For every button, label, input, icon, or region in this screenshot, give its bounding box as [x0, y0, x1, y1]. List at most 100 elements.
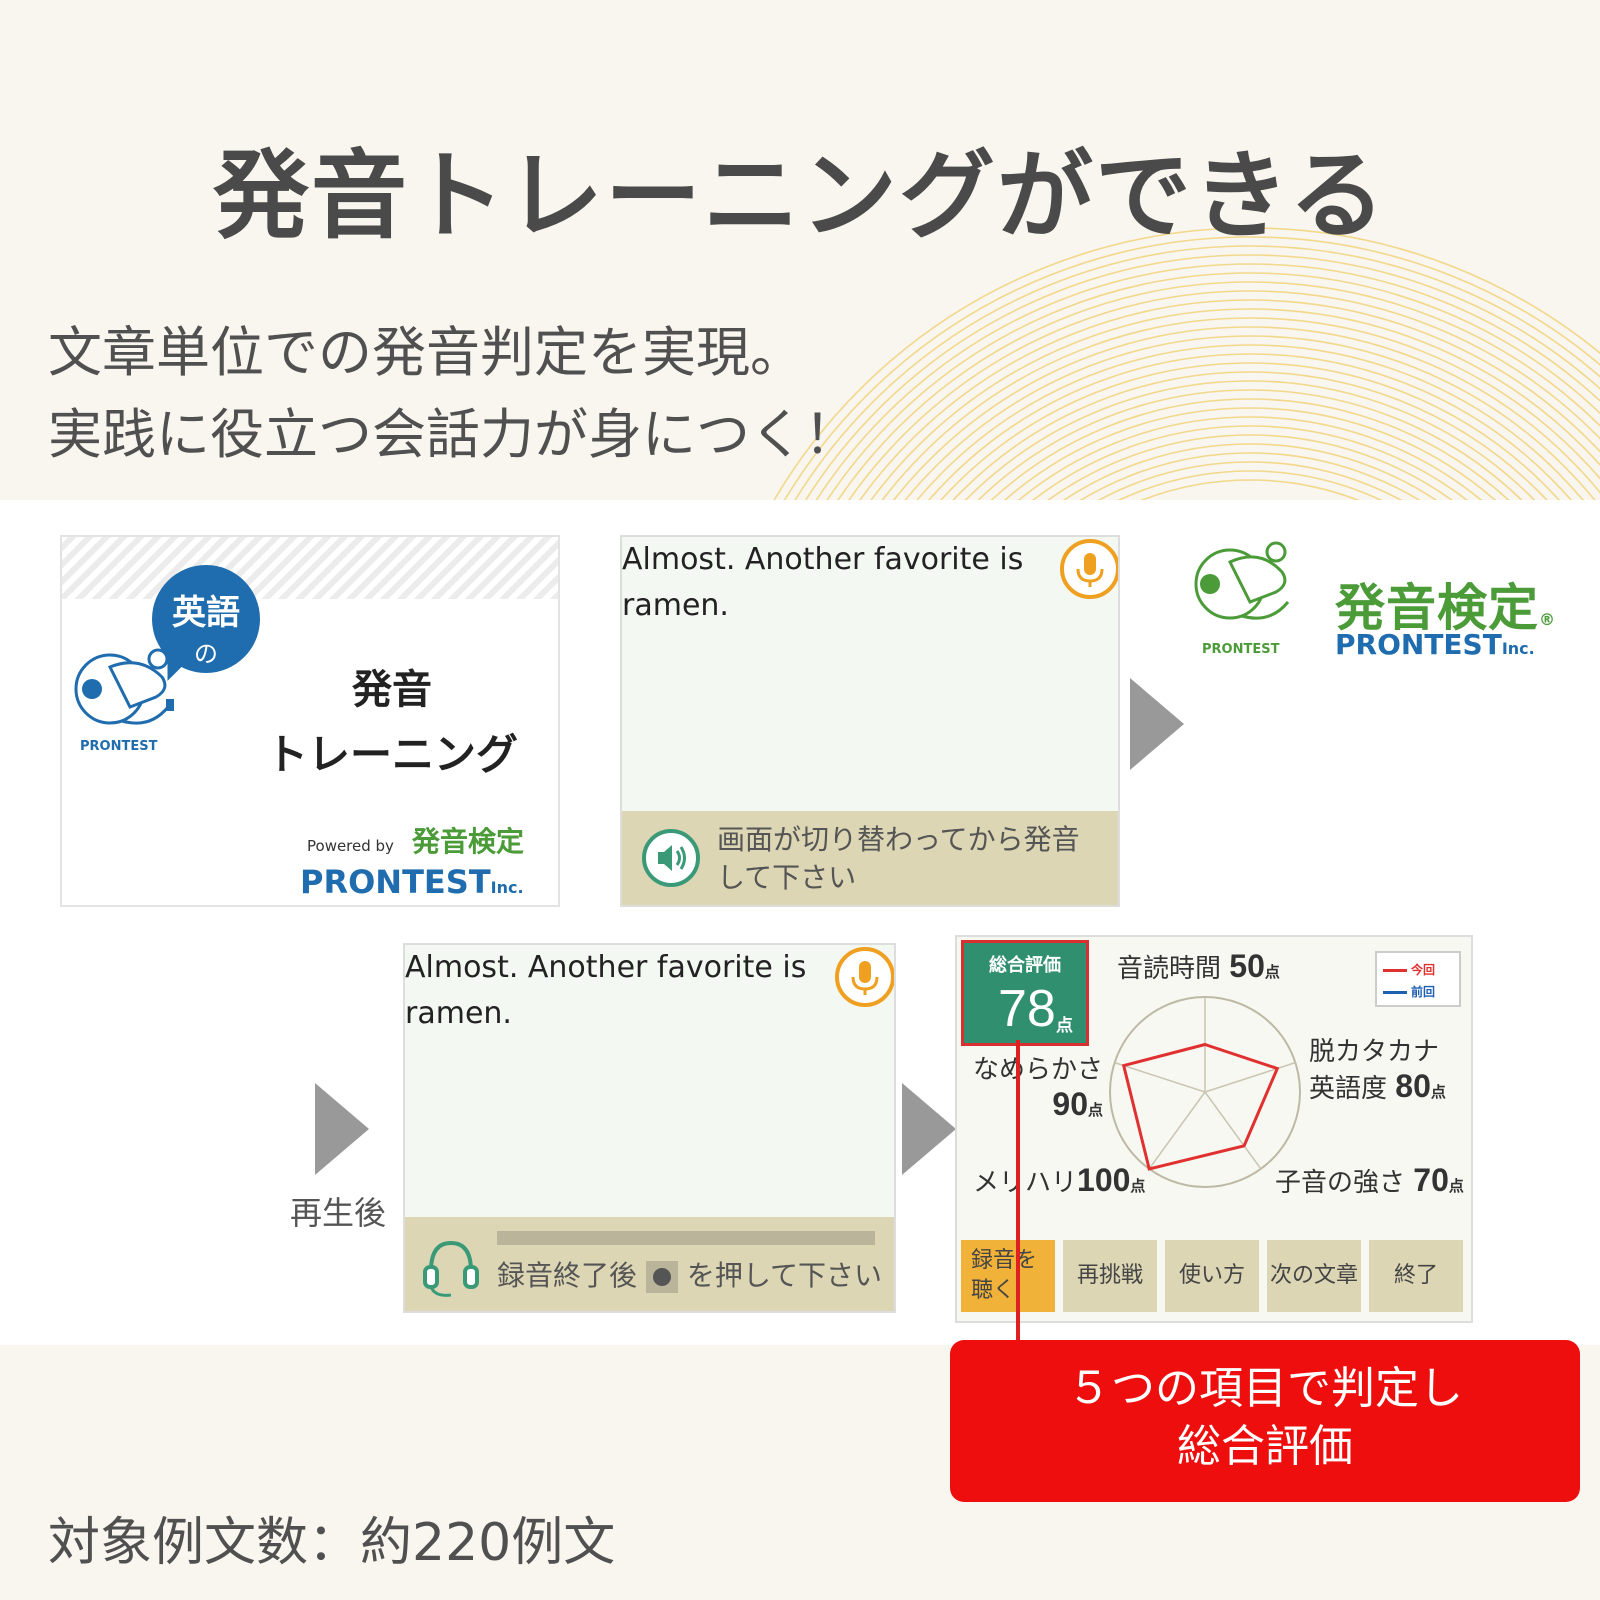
ring-arc: [990, 398, 1510, 500]
callout-line-1: ５つの項目で判定し: [1067, 1363, 1463, 1414]
overall-score-box: 総合評価 78 点: [961, 940, 1089, 1046]
progress-track: [497, 1231, 875, 1245]
callout-connector: [1016, 1040, 1020, 1342]
instruction-text: 画面が切り替わってから発音 して下さい: [717, 821, 1080, 897]
callout-line-2: 総合評価: [1177, 1421, 1353, 1472]
how-to-button[interactable]: 使い方: [1165, 1240, 1259, 1312]
ring-arc: [977, 389, 1523, 500]
concentric-rings-decoration: [773, 227, 1600, 500]
ring-arc: [1047, 434, 1453, 500]
criterion-unit: 点: [1264, 963, 1280, 981]
brand-name-small: 発音検定: [412, 825, 525, 858]
arrow-right-icon: [902, 1083, 956, 1175]
criterion-name: 音読時間: [1117, 954, 1222, 984]
criterion-name-line-1: 脱カタカナ: [1309, 1037, 1440, 1067]
subtitle-line-2: 実践に役立つ会話力が身につく！: [48, 403, 858, 466]
criterion-katakana: 脱カタカナ 英語度 80点: [1309, 1035, 1446, 1109]
criterion-unit: 点: [1087, 1101, 1103, 1119]
instruction-bar: 画面が切り替わってから発音 して下さい: [622, 811, 1118, 905]
registered-mark: ®: [1539, 610, 1556, 629]
legend-previous: 前回: [1383, 983, 1435, 1000]
company-suffix-large: Inc.: [1501, 639, 1535, 658]
listen-recording-button[interactable]: 録音を 聴く: [961, 1240, 1055, 1312]
recording-screen: Almost. Another favorite is ramen. 録音終了後…: [403, 943, 896, 1313]
instruction-post: を押して下さい: [686, 1259, 882, 1292]
intro-title: 発音 トレーニング: [242, 657, 542, 782]
page-title: 発音トレーニングができる: [212, 140, 1388, 252]
recording-bar: 録音終了後 を押して下さい: [405, 1217, 894, 1311]
ring-arc: [1117, 470, 1383, 500]
microphone-icon[interactable]: [835, 947, 894, 1007]
microphone-icon[interactable]: [1060, 539, 1118, 599]
callout-box: ５つの項目で判定し 総合評価: [950, 1340, 1580, 1502]
ring-arc: [784, 236, 1600, 500]
company-text-large: PRONTEST: [1335, 628, 1502, 661]
ring-arc: [1063, 443, 1437, 500]
criterion-consonant: 子音の強さ 70点: [1275, 1163, 1464, 1203]
retry-button[interactable]: 再挑戦: [1063, 1240, 1157, 1312]
sentence-line-2: ramen.: [622, 588, 729, 623]
criterion-score: 100: [1077, 1162, 1131, 1198]
criterion-name: メリハリ: [973, 1168, 1078, 1198]
criterion-score: 70: [1413, 1162, 1449, 1198]
brand-name-large: 発音検定®: [1335, 568, 1556, 640]
mascot-mouse-icon: [74, 648, 174, 725]
speech-bubble: 英語 の: [152, 565, 260, 673]
radar-axis: [1204, 1061, 1296, 1093]
radar-chart: [1109, 996, 1301, 1188]
ring-arc: [804, 254, 1600, 500]
ring-arc: [837, 281, 1600, 500]
stop-record-button[interactable]: [645, 1261, 678, 1293]
criterion-unit: 点: [1130, 1177, 1146, 1195]
criterion-score: 90: [1052, 1086, 1088, 1122]
ring-arc: [892, 326, 1600, 500]
ring-arc: [848, 290, 1600, 500]
recording-instruction: 録音終了後 を押して下さい: [497, 1257, 882, 1295]
sentence-line-2: ramen.: [405, 996, 512, 1031]
example-count: 対象例文数：約220例文: [48, 1513, 616, 1573]
ring-arc: [859, 299, 1600, 500]
ring-arc: [1003, 407, 1497, 500]
intro-panel: 英語 の PRONTEST 発音 トレーニング Powered by 発音検定 …: [60, 535, 560, 907]
ring-arc: [940, 362, 1560, 500]
finish-button[interactable]: 終了: [1369, 1240, 1463, 1312]
bubble-text-english: 英語: [172, 593, 240, 633]
stripe-header: [62, 537, 558, 599]
ring-arc: [1079, 452, 1421, 500]
company-text: PRONTEST: [300, 863, 491, 901]
prompt-screen: Almost. Another favorite is ramen. 画面が切り…: [620, 535, 1120, 907]
ring-arc: [916, 344, 1584, 500]
ring-arc: [773, 227, 1600, 500]
radar-axis: [1204, 1091, 1262, 1170]
next-sentence-button[interactable]: 次の文章: [1267, 1240, 1361, 1312]
instruction-pre: 録音終了後: [497, 1259, 638, 1292]
criterion-unit: 点: [1448, 1177, 1464, 1195]
replay-label: 再生後: [290, 1194, 387, 1232]
radar-axis: [1114, 1061, 1206, 1093]
criterion-name-line-2: 英語度: [1309, 1074, 1388, 1104]
powered-by-label: Powered by: [307, 837, 394, 855]
mascot-logo-green-icon: [1194, 541, 1290, 620]
criterion-smoothness: なめらかさ 90点: [971, 1053, 1103, 1127]
criterion-score: 50: [1229, 948, 1265, 984]
ring-arc: [826, 272, 1600, 500]
company-suffix: Inc.: [490, 878, 524, 897]
radar-series-current: [1121, 1042, 1280, 1171]
sentence-line-1: Almost. Another favorite is: [405, 950, 807, 985]
brand-jp: 発音検定: [1335, 579, 1539, 637]
overall-score-unit: 点: [1056, 1016, 1073, 1036]
ring-arc: [794, 245, 1600, 500]
headset-icon: [423, 1240, 479, 1297]
criterion-unit: 点: [1430, 1083, 1446, 1101]
legend-current: 今回: [1383, 961, 1435, 978]
overall-score-label: 総合評価: [989, 955, 1061, 976]
subtitle-line-1: 文章単位での発音判定を実現。: [48, 321, 804, 384]
ring-arc: [927, 353, 1573, 500]
bubble-text-no: の: [194, 640, 218, 668]
mascot-caption: PRONTEST: [80, 739, 158, 754]
sentence-text: Almost. Another favorite is ramen.: [405, 945, 806, 1037]
ring-arc: [1097, 461, 1403, 500]
overall-score-value: 78: [998, 980, 1056, 1038]
listen-line-1: 録音を: [971, 1248, 1038, 1273]
criterion-intonation: メリハリ100点: [973, 1163, 1145, 1203]
